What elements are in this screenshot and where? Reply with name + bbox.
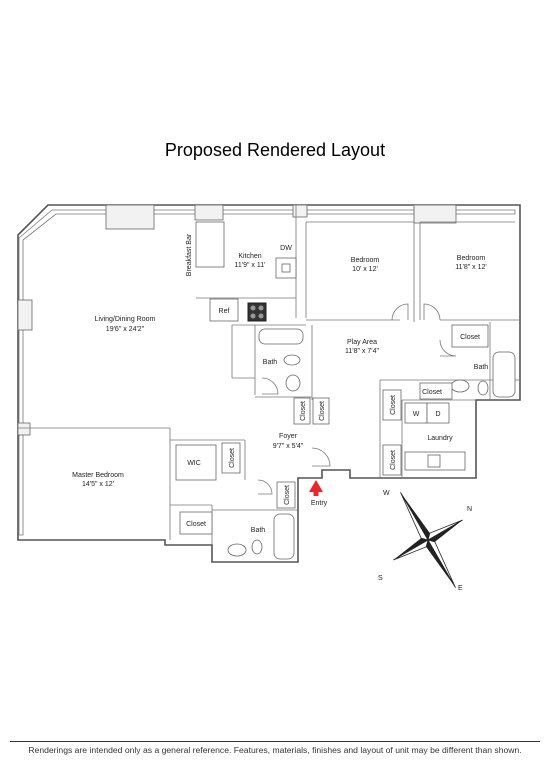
compass-east: E xyxy=(458,585,463,592)
closet-play-label: Closet xyxy=(422,389,442,396)
bedroom1-size: 10' x 12' xyxy=(352,266,378,273)
foyer-name: Foyer xyxy=(279,433,298,440)
bath1-label: Bath xyxy=(263,359,278,366)
toilet-icon xyxy=(251,539,263,555)
living-room-name: Living/Dining Room xyxy=(95,316,156,323)
door xyxy=(439,339,457,357)
entry-label: Entry xyxy=(311,500,328,507)
closet-entry xyxy=(276,481,296,509)
compass-west: W xyxy=(383,490,390,497)
dishwasher-label: DW xyxy=(280,245,292,252)
bath3-label: Bath xyxy=(251,527,266,534)
bedroom2-size: 11'8" x 12' xyxy=(455,264,487,271)
refrigerator-label: Ref xyxy=(219,308,230,315)
window-band xyxy=(18,209,516,536)
breakfast-bar xyxy=(195,221,225,268)
play-area-name: Play Area xyxy=(347,339,377,346)
compass-south: S xyxy=(378,575,383,582)
closet-wic xyxy=(221,442,241,474)
column xyxy=(17,299,33,331)
closet-foyer-a xyxy=(293,397,311,425)
closet-foyer-a-label: Closet xyxy=(300,401,307,421)
closet-bedroom2-label: Closet xyxy=(460,334,480,341)
closet-laundry-a xyxy=(382,389,402,421)
washer-label: W xyxy=(413,411,420,418)
closet-laundry-b-label: Closet xyxy=(390,450,397,470)
dryer xyxy=(426,402,450,424)
column xyxy=(413,204,457,224)
door xyxy=(257,479,273,495)
master-bedroom-size: 14'5" x 12' xyxy=(82,481,114,488)
closet-master xyxy=(179,511,213,535)
door xyxy=(423,303,441,321)
closet-foyer-b-label: Closet xyxy=(319,401,326,421)
kitchen-name: Kitchen xyxy=(238,253,261,260)
closet-laundry-a-label: Closet xyxy=(390,395,397,415)
toilet-icon xyxy=(283,354,301,366)
sink-icon xyxy=(281,263,291,273)
disclaimer: Renderings are intended only as a genera… xyxy=(28,745,522,755)
bedroom1-name: Bedroom xyxy=(351,257,380,264)
compass-icon xyxy=(393,492,463,588)
bathtub-icon xyxy=(258,328,304,345)
floor-plan: Living/Dining Room 19'6" x 24'2" Kitchen… xyxy=(17,204,521,592)
door xyxy=(311,447,331,467)
bath2-label: Bath xyxy=(474,364,489,371)
sink-icon xyxy=(450,379,470,393)
master-bedroom-name: Master Bedroom xyxy=(72,472,124,479)
refrigerator xyxy=(209,298,239,322)
door xyxy=(261,377,279,395)
foyer-size: 9'7" x 5'4" xyxy=(273,443,304,450)
bathtub-icon xyxy=(273,513,295,560)
closet-foyer-b xyxy=(312,397,330,425)
closet-master-label: Closet xyxy=(186,521,206,528)
sink-icon xyxy=(227,543,247,557)
breakfast-bar-label: Breakfast Bar xyxy=(186,233,193,276)
column xyxy=(292,204,308,218)
dryer-label: D xyxy=(435,411,440,418)
entry-arrow-icon xyxy=(309,480,323,496)
wic-label: WIC xyxy=(187,460,201,467)
bathtub-icon xyxy=(492,351,516,398)
closet-wic-label: Closet xyxy=(229,448,236,468)
bedroom2-name: Bedroom xyxy=(457,255,486,262)
closet-laundry-b xyxy=(382,444,402,476)
laundry-label: Laundry xyxy=(427,435,453,442)
closet-play xyxy=(419,382,453,400)
sink-icon xyxy=(427,454,441,468)
compass-north: N xyxy=(467,506,472,513)
door xyxy=(391,303,409,321)
living-room-size: 19'6" x 24'2" xyxy=(106,326,145,333)
closet-entry-label: Closet xyxy=(284,485,291,505)
stove-icon xyxy=(247,302,267,322)
toilet-icon xyxy=(477,380,489,396)
footer-divider xyxy=(10,741,540,742)
walk-in-closet xyxy=(175,444,217,481)
column xyxy=(17,422,31,436)
page-title: Proposed Rendered Layout xyxy=(164,140,386,160)
kitchen-size: 11'9" x 11' xyxy=(235,262,266,269)
column xyxy=(105,204,155,230)
closet-bedroom2 xyxy=(451,324,489,348)
column xyxy=(194,204,224,221)
sink-icon xyxy=(285,374,301,392)
play-area-size: 11'8" x 7'4" xyxy=(345,348,379,355)
